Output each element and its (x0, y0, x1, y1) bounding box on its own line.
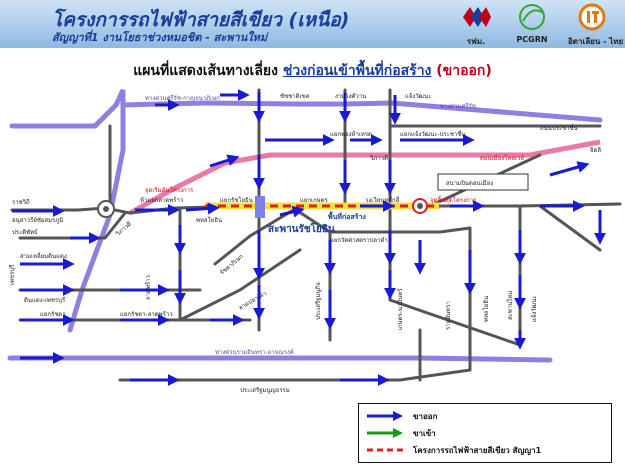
label-pracha-ruamchai: ประเสริฐมนูกิจ (315, 282, 322, 320)
label-yaek-lat-phrao: แยกรัชดา-ลาดพร้าว (120, 311, 173, 318)
label-ramintra-exp: ทางด่วนรามอินทรา-อาจณรงค์ (215, 348, 294, 356)
label-anusawari: อนุสาวรีย์ชัยสมรภูมิ (12, 216, 63, 224)
itd-logo-icon (578, 3, 606, 31)
label-yaek-ratchada: แยกรัชดา (40, 311, 66, 318)
label-ngamwongwan: งามวงศ์วาน (335, 92, 366, 100)
label-chaeng-wattana: แจ้งวัฒนะ (531, 296, 538, 322)
label-expressway-n: ทางด่วนศรีรัช-กาญจนาภิเษก (145, 94, 220, 102)
outbound-arrow (185, 202, 220, 215)
label-project-end: จุดสิ้นสุดโครงการ (430, 194, 477, 204)
page-subtitle: สัญญาที่1 งานโยธาช่วงหมอชิต - สะพานใหม่ (52, 31, 268, 44)
label-yaek-chut: แยกรัชโยธิน (220, 196, 253, 204)
legend-label-outbound: ขาออก (413, 412, 438, 421)
map-heading-main: แผนที่แสดงเส้นทางเลี่ยง (133, 63, 278, 79)
label-chaeng-top: แจ้งวัฒนะ (405, 93, 431, 100)
label-lat-phrao: ลาดพร้าว (145, 275, 152, 300)
label-pracha-songkhro: ประเสริฐมนูญธรรม (240, 387, 290, 394)
label-ram-intra: รามอินทรา (445, 301, 452, 330)
outbound-arrow (209, 154, 240, 168)
green-arrow-icon (367, 428, 403, 438)
label-yaek-kaset: แยกเกษตร (300, 197, 329, 204)
label-ratchadapisek: ราชวิถี (12, 198, 30, 206)
legend-label-project: โครงการรถไฟฟ้าสายสีเขียว สัญญา1 (413, 446, 542, 455)
header-banner: โครงการรถไฟฟ้าสายสีเขียว (เหนือ) สัญญาที… (0, 0, 625, 48)
yaek-kaset-road (288, 204, 472, 234)
lat-phrao-road (213, 204, 302, 266)
map-heading-direction: (ขาออก) (436, 63, 492, 79)
legend-label-inbound: ขาเข้า (413, 429, 436, 438)
label-yaek-thongchai: แยกทองห้าเหรด (330, 131, 372, 138)
saphan-bridge-mark (255, 196, 265, 218)
pcgrn-logo-caption: PCGRN (516, 35, 548, 44)
label-din-daeng: ดินแดง-เพชรบุรี (24, 296, 66, 304)
page-title: โครงการรถไฟฟ้าสายสีเขียว (เหนือ) (52, 9, 350, 31)
label-phahon-n: พหลโยธิน (482, 296, 490, 322)
expressway-north-road (9, 88, 126, 333)
outbound-arrow (279, 205, 305, 218)
stadium-block: สนามบินดอนเมือง (437, 173, 529, 191)
label-project-start: จุดเริ่มต้นโครงการ (145, 186, 194, 194)
map-heading-period: ช่วงก่อนเข้าพื้นที่ก่อสร้าง (282, 63, 432, 79)
label-phetchaburi: เพชรบุรี (8, 264, 16, 285)
label-yaek-wat: แยกวัดศาสตราปลาดำ (330, 237, 388, 244)
label-saphan: สะพานรัชโยธิน (268, 222, 335, 235)
itd-logo-caption: อิตาเลียน - ไทย (568, 37, 624, 46)
label-kaset-nawamin: เกษตร-นวมินทร์ (396, 288, 404, 330)
label-expressway-e: ทางด่วนศรีรัช (440, 102, 476, 110)
label-wongwian: วงเวียนหลักสี่ (365, 196, 400, 204)
road-labels: ทางด่วนศรีรัช-กาญจนาภิเษก ทางด่วนศรีรัช … (8, 92, 601, 394)
label-yaek-lak-si: ห้าแยกลาดพร้าว (140, 197, 183, 204)
label-vibhavadi-e: วิภาวดี (369, 154, 388, 162)
roundabout-lak-si (412, 198, 428, 214)
mrta-logo-icon (463, 7, 491, 27)
east-diag-road (538, 204, 602, 252)
legend-item-outbound: ขาออก (365, 409, 605, 423)
pcgrn-logo: PCGRN (508, 3, 556, 47)
label-pracha-chuen: ถนนประชาชื่น (540, 124, 578, 132)
label-pradipat: ประดิพัทธ์ (12, 228, 38, 236)
lat-pla-khao-road (178, 248, 302, 322)
roundabout-anusawari (97, 200, 115, 218)
tollway-layer (128, 139, 601, 216)
map-legend: ขาออก ขาเข้า โครงการรถไฟฟ้าสายสีเขียว สั… (358, 403, 612, 463)
mrta-logo: รฟม. (452, 3, 500, 47)
legend-item-inbound: ขาเข้า (365, 426, 605, 440)
label-saphan-mai: สะพานใหม่ (506, 291, 514, 320)
stadium-label: สนามบินดอนเมือง (446, 179, 493, 187)
blue-arrow-icon (367, 411, 403, 421)
outbound-arrows (12, 89, 606, 386)
label-lat-pla-khao: ลาดปลาเค้า (238, 290, 269, 312)
label-yaek-chaeng: แยกแจ้งวัฒนะ-ประชาชื่น (400, 130, 465, 138)
label-tollway: ดอนเมืองโทลเวย์ (480, 154, 524, 162)
mrta-logo-caption: รฟม. (466, 37, 486, 46)
label-chidchai: ชัชชาติเขต (280, 93, 310, 100)
pracha-songkhro-road (118, 368, 472, 382)
legend-item-project: โครงการรถไฟฟ้าสายสีเขียว สัญญา1 (365, 443, 605, 457)
red-dashed-line-icon (367, 448, 403, 452)
map-heading: แผนที่แสดงเส้นทางเลี่ยง ช่วงก่อนเข้าพื้น… (0, 60, 625, 82)
expressway-east-road (120, 100, 603, 123)
ramintra-expressway-road (7, 355, 553, 363)
itd-logo: อิตาเลียน - ไทย (568, 3, 624, 47)
lower-east-road (388, 298, 522, 347)
pcgrn-logo-icon (519, 4, 545, 30)
label-chidlom: จิดลิ (590, 147, 602, 154)
label-construction-zone: พื้นที่ก่อสร้าง (328, 210, 366, 221)
outbound-arrow (549, 161, 590, 177)
label-saphan-khwai: สามเหลี่ยมดินแดง (20, 252, 67, 260)
label-phahon: พหลโยธิน (196, 216, 222, 224)
tollway-road (128, 139, 601, 216)
